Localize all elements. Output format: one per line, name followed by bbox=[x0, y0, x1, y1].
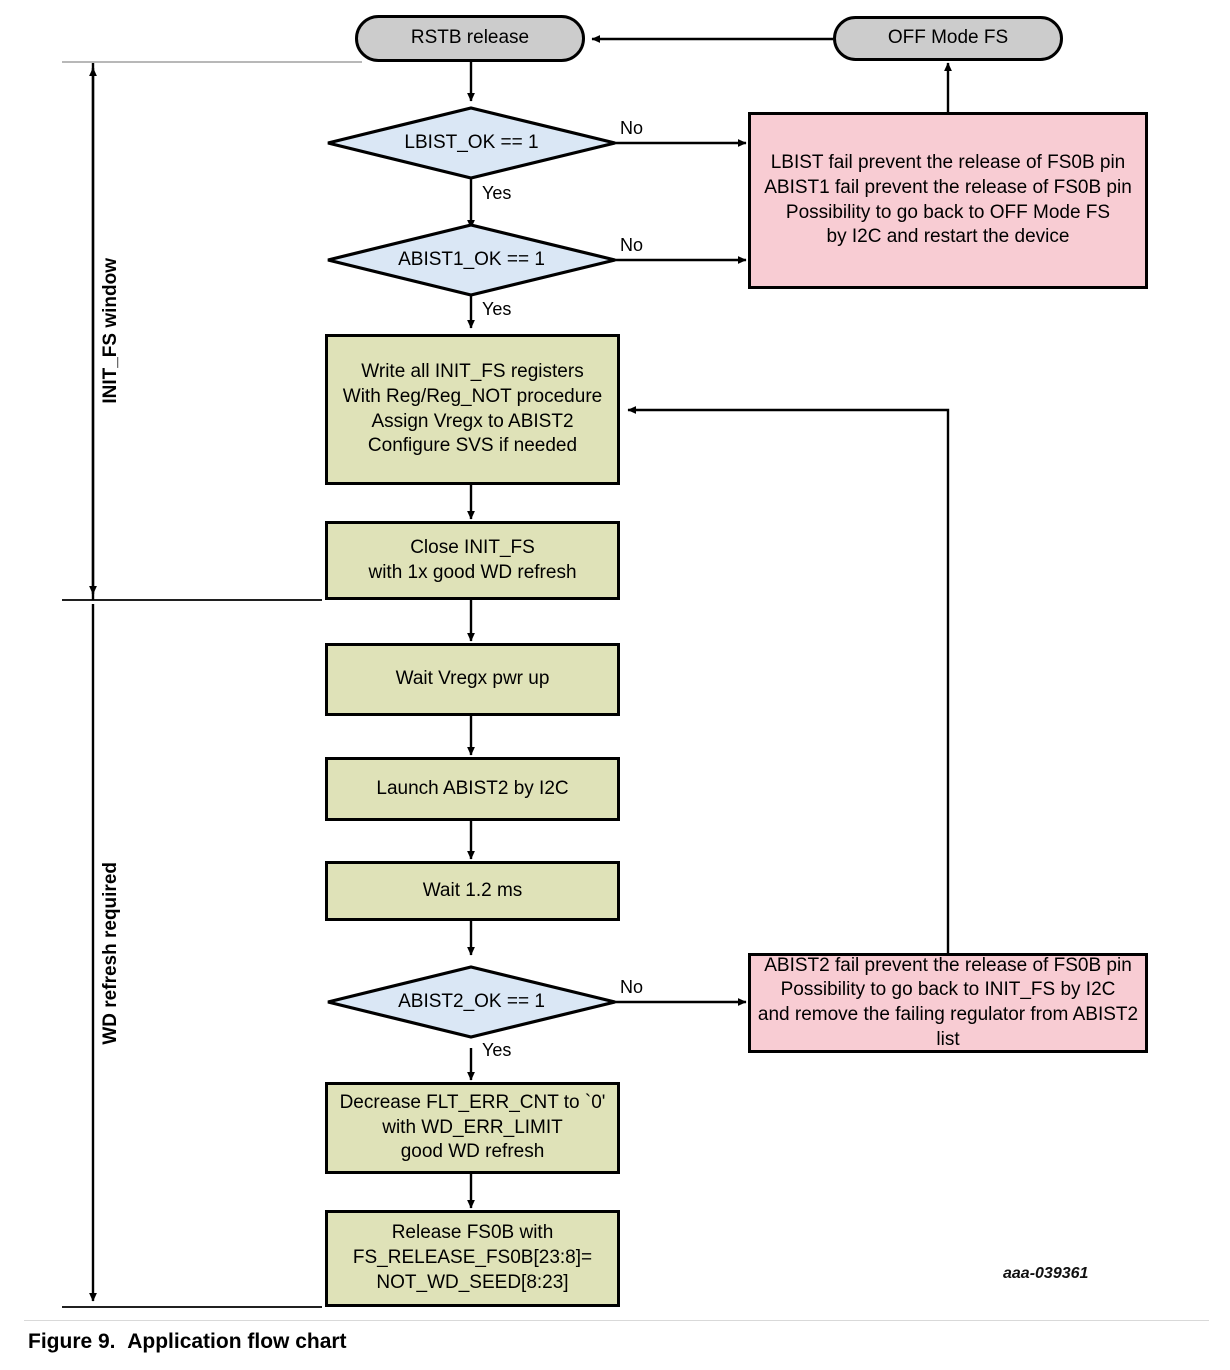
process-decrease-flt-err-cnt: Decrease FLT_ERR_CNT to `0' with WD_ERR_… bbox=[325, 1082, 620, 1174]
label-wd-refresh-required: WD refresh required bbox=[100, 862, 121, 1045]
decision-label-lbist: LBIST_OK == 1 bbox=[328, 123, 615, 163]
decision-label-abist1: ABIST1_OK == 1 bbox=[328, 240, 615, 280]
edge-label-yes-lbist: Yes bbox=[482, 183, 512, 203]
error-box-abist2-fail: ABIST2 fail prevent the release of FS0B … bbox=[748, 953, 1148, 1053]
edge-label-no-lbist: No bbox=[620, 118, 644, 138]
decision-shape-abist1 bbox=[327, 223, 616, 297]
label-init-fs-window: INIT_FS window bbox=[100, 258, 121, 404]
figure-caption: Figure 9. Application flow chart bbox=[28, 1330, 347, 1354]
decision-label-abist2: ABIST2_OK == 1 bbox=[328, 982, 615, 1022]
process-wait-vregx-power-up: Wait Vregx pwr up bbox=[325, 643, 620, 716]
caption-divider bbox=[24, 1320, 1209, 1321]
error-box-lbist-abist1-fail: LBIST fail prevent the release of FS0B p… bbox=[748, 112, 1148, 289]
decision-text-lbist: LBIST_OK == 1 bbox=[404, 131, 539, 153]
edge-label-yes-abist1: Yes bbox=[482, 299, 512, 319]
figure-id-tag: aaa-039361 bbox=[1003, 1265, 1089, 1282]
decision-shape-lbist bbox=[327, 106, 616, 180]
process-close-init-fs: Close INIT_FS with 1x good WD refresh bbox=[325, 521, 620, 600]
decision-text-abist2: ABIST2_OK == 1 bbox=[398, 990, 545, 1012]
process-wait-1-2-ms: Wait 1.2 ms bbox=[325, 861, 620, 921]
terminator-off-mode-fs: OFF Mode FS bbox=[833, 16, 1063, 61]
process-release-fs0b: Release FS0B with FS_RELEASE_FS0B[23:8]=… bbox=[325, 1210, 620, 1307]
edge-label-no-abist2: No bbox=[620, 977, 644, 997]
decision-shape-abist2 bbox=[327, 965, 616, 1039]
process-launch-abist2: Launch ABIST2 by I2C bbox=[325, 757, 620, 821]
edge-label-yes-abist2: Yes bbox=[482, 1040, 512, 1060]
process-write-init-fs-registers: Write all INIT_FS registers With Reg/Reg… bbox=[325, 334, 620, 485]
decision-text-abist1: ABIST1_OK == 1 bbox=[398, 248, 545, 270]
edge-label-no-abist1: No bbox=[620, 235, 644, 255]
figure-caption-title: Application flow chart bbox=[127, 1330, 347, 1353]
terminator-rstb-release: RSTB release bbox=[355, 15, 585, 62]
top-rule bbox=[62, 61, 362, 63]
figure-caption-number: Figure 9. bbox=[28, 1330, 116, 1353]
